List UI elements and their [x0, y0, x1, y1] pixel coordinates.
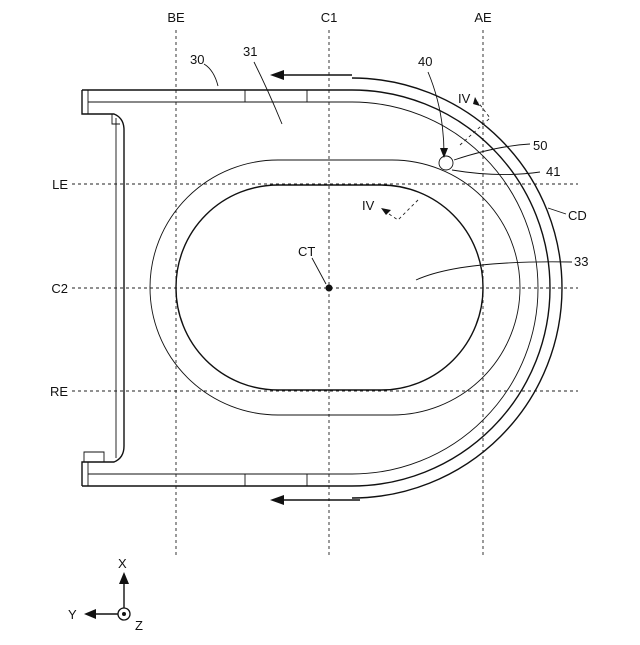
axis-x-arrow: [119, 572, 129, 584]
labels: BE C1 AE LE C2 RE 30 31 40 50 41 CD 33 C…: [50, 10, 589, 399]
label-c2: C2: [51, 281, 68, 296]
label-axis-z: Z: [135, 618, 143, 633]
leader-lines: [204, 62, 572, 284]
arrow-top-head: [270, 70, 284, 80]
section-top-line: [460, 102, 490, 145]
label-40: 40: [418, 54, 432, 69]
seat-opening: [150, 160, 520, 415]
axis-z-dot: [122, 612, 126, 616]
leader-30: [204, 64, 218, 86]
leader-ct: [312, 258, 326, 284]
flow-arrows: [270, 70, 360, 505]
leader-40: [428, 72, 444, 154]
center-point-ct: [326, 285, 333, 292]
label-be: BE: [167, 10, 185, 25]
bottom-clip: [84, 452, 104, 462]
label-ae: AE: [474, 10, 492, 25]
axis-y-arrow: [84, 609, 96, 619]
label-50: 50: [533, 138, 547, 153]
reference-lines: [72, 30, 578, 556]
section-top-arrow: [473, 97, 480, 106]
opening-outer: [150, 160, 520, 415]
label-cd: CD: [568, 208, 587, 223]
label-le: LE: [52, 177, 68, 192]
label-c1: C1: [321, 10, 338, 25]
leader-31: [254, 62, 282, 124]
section-mark-mid: [381, 200, 418, 220]
label-axis-y: Y: [68, 607, 77, 622]
label-iv-mid: IV: [362, 198, 375, 213]
label-30: 30: [190, 52, 204, 67]
label-iv-top: IV: [458, 91, 471, 106]
label-ct: CT: [298, 244, 315, 259]
leader-50: [454, 144, 530, 160]
leader-cd: [548, 208, 566, 214]
label-33: 33: [574, 254, 588, 269]
label-41: 41: [546, 164, 560, 179]
label-re: RE: [50, 384, 68, 399]
feature-50-circle: [439, 156, 453, 170]
leader-40-head: [440, 148, 448, 158]
coordinate-axes: X Y Z: [68, 556, 143, 633]
arrow-bottom-head: [270, 495, 284, 505]
label-31: 31: [243, 44, 257, 59]
label-axis-x: X: [118, 556, 127, 571]
